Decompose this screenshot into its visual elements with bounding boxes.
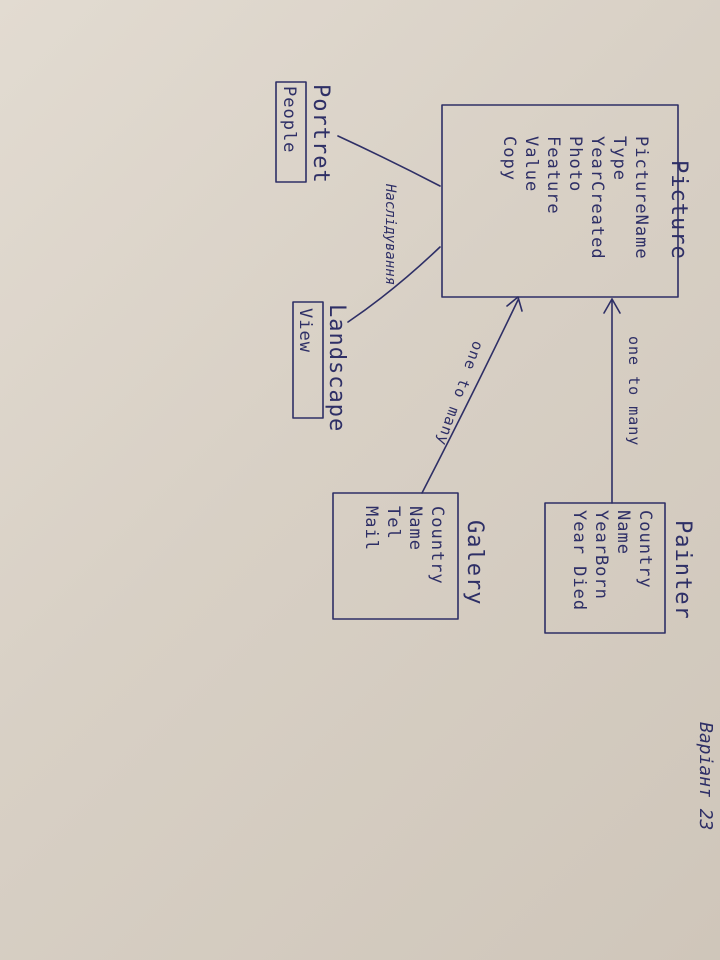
entity-painter-attr: Name xyxy=(613,510,633,555)
entity-picture-attr: Value xyxy=(521,136,541,192)
entity-painter-attr: Year Died xyxy=(569,510,589,611)
entity-landscape: Landscape View xyxy=(292,301,349,432)
entity-landscape-box xyxy=(292,301,324,419)
entity-galery-attr: Mail xyxy=(361,506,381,551)
entity-picture-attr: PictureName xyxy=(631,136,651,260)
entity-picture: Picture PictureName Type YearCreated Pho… xyxy=(441,104,691,298)
entity-painter-attr: Country xyxy=(635,510,655,589)
entity-galery-attr: Name xyxy=(405,506,425,551)
entity-painter-attr: YearBorn xyxy=(591,510,611,600)
entity-picture-attr: Copy xyxy=(499,136,519,181)
entity-painter: Painter Country Name YearBorn Year Died xyxy=(544,502,695,634)
entity-portret-title: Portret xyxy=(308,84,333,184)
entity-picture-attr: Type xyxy=(609,136,629,181)
relation-line-galery-picture xyxy=(421,299,519,494)
entity-picture-attr: Feature xyxy=(543,136,563,215)
entity-picture-title: Picture xyxy=(666,160,691,260)
entity-galery-attr: Country xyxy=(427,506,447,585)
entity-picture-attr: YearCreated xyxy=(587,136,607,260)
relation-arrowhead-galery-picture xyxy=(506,296,523,312)
entity-portret: Portret People xyxy=(275,81,333,184)
entity-galery-attr: Tel xyxy=(383,506,403,540)
entity-galery-box xyxy=(332,492,459,620)
entity-portret-box xyxy=(275,81,307,183)
variant-note: Варіант 23 xyxy=(695,722,716,830)
inheritance-label: Наслідування xyxy=(382,183,398,285)
inheritance-line-portret xyxy=(337,135,441,187)
entity-galery-title: Galery xyxy=(462,520,487,605)
relation-label-galery-picture: one to many xyxy=(433,339,488,449)
entity-picture-attr: Photo xyxy=(565,136,585,192)
relation-label-painter-picture: one to many xyxy=(625,336,643,446)
entity-painter-box xyxy=(544,502,666,634)
entity-painter-title: Painter xyxy=(670,520,695,620)
relation-arrowhead-painter-picture xyxy=(603,298,621,314)
inheritance-line-landscape xyxy=(347,246,441,323)
entity-picture-box xyxy=(441,104,679,298)
entity-landscape-title: Landscape xyxy=(324,304,349,432)
entity-landscape-attr: View xyxy=(295,308,315,353)
entity-galery: Galery Country Name Tel Mail xyxy=(332,492,487,620)
entity-portret-attr: People xyxy=(279,86,299,153)
